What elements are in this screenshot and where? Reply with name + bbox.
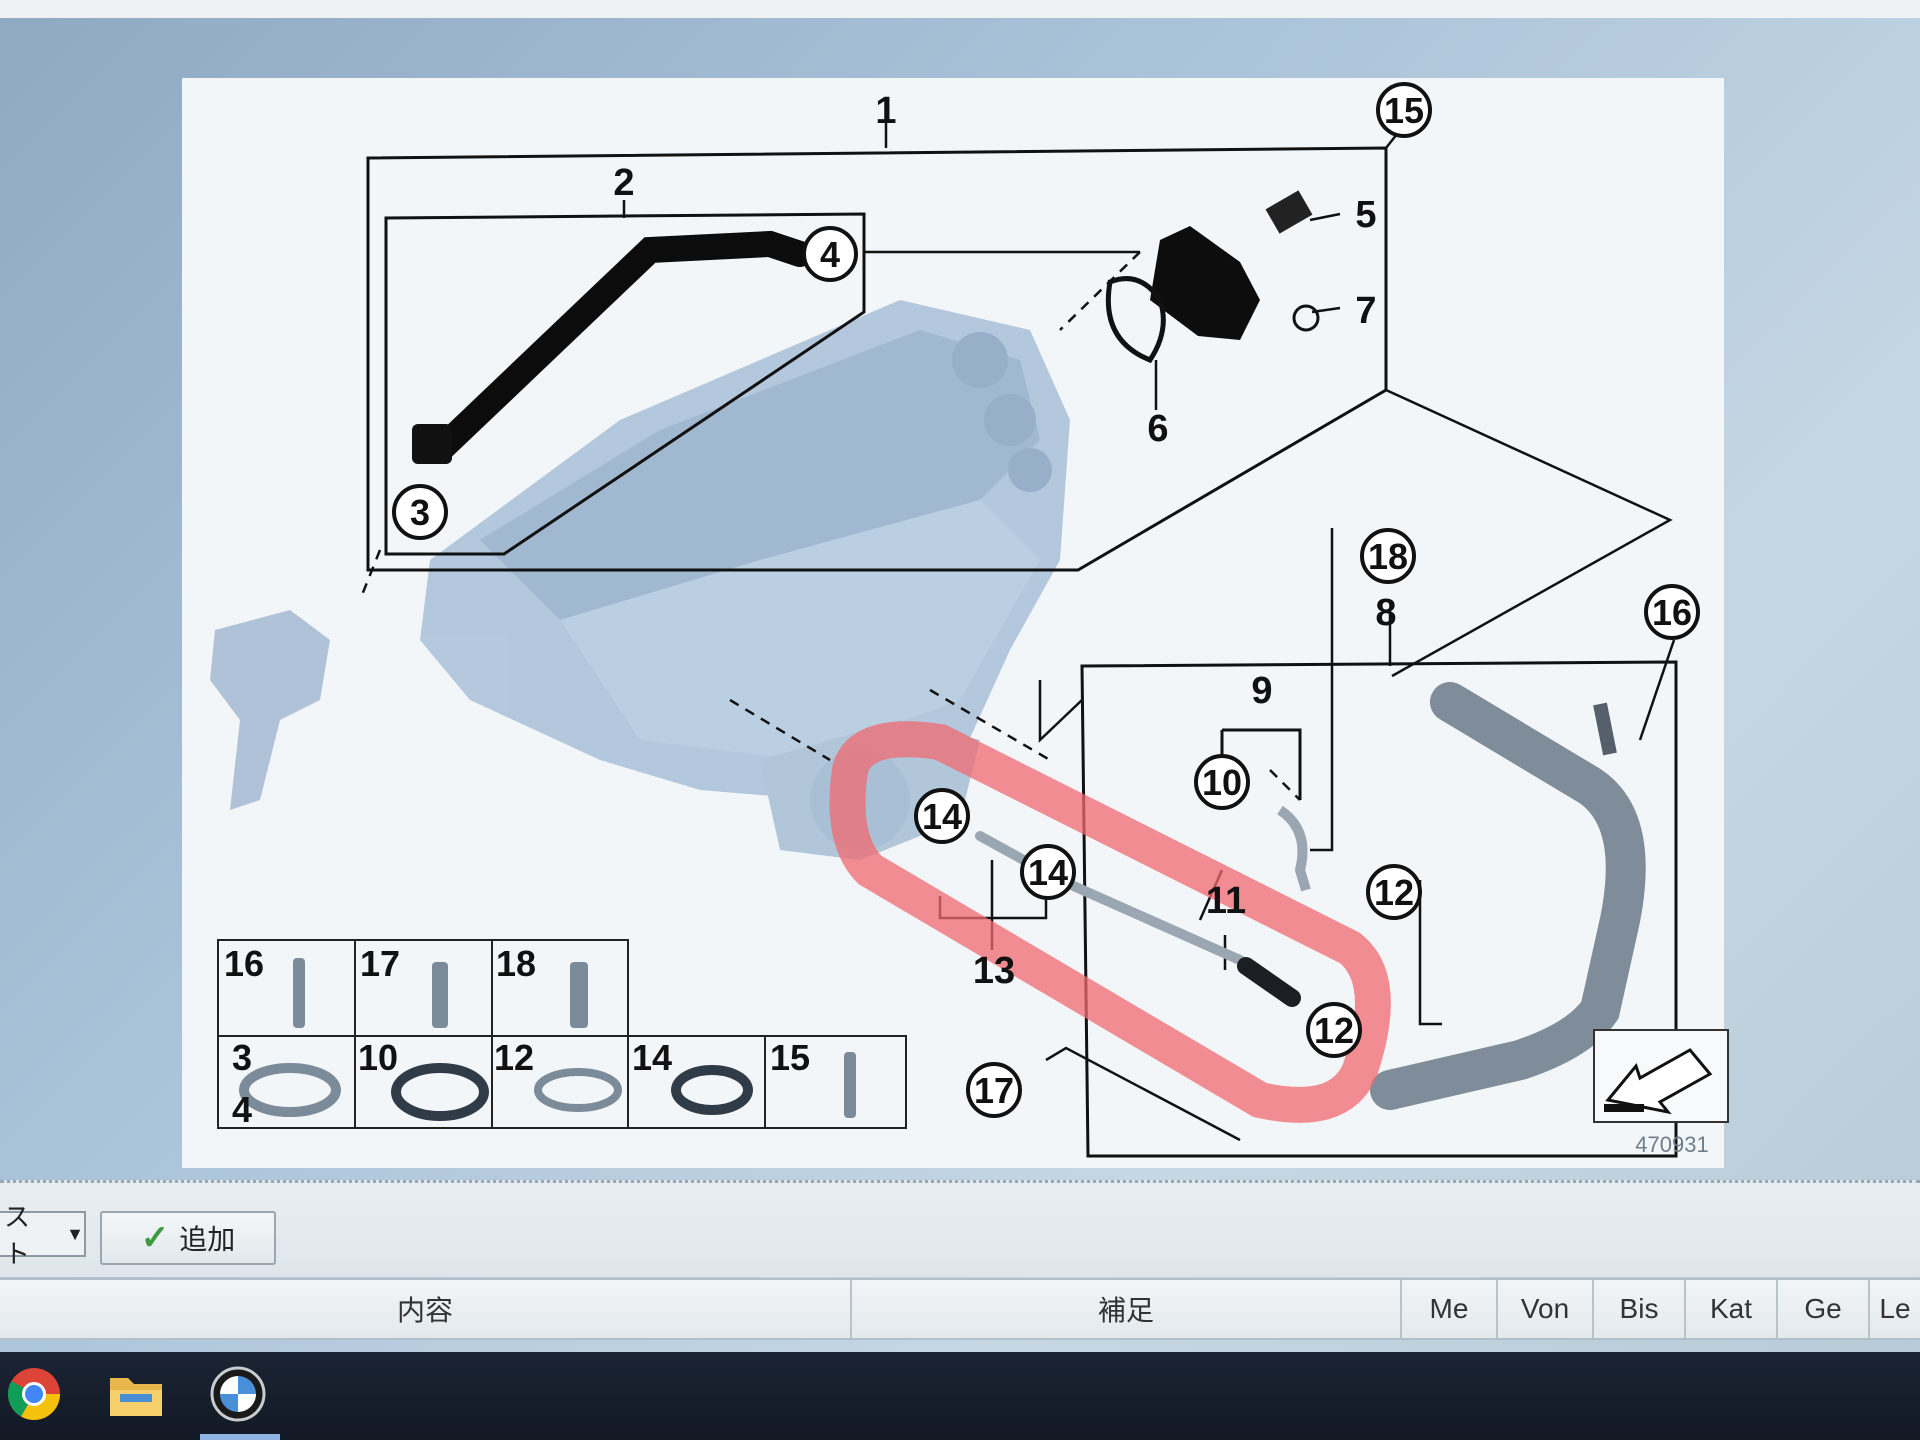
callout-label: 5 (1355, 194, 1376, 236)
legend-label: 15 (770, 1037, 810, 1078)
callout-c13: 13 (973, 950, 1015, 992)
callout-c3: 3 (392, 484, 448, 540)
legend-label: 10 (358, 1037, 398, 1078)
legend-label: 14 (632, 1037, 672, 1078)
column-header-le[interactable]: Le (1879, 1293, 1911, 1324)
dropdown-arrow-icon: ▼ (66, 1223, 84, 1244)
toolbar: スト ▼ ✓ 追加 (0, 1180, 1920, 1277)
callout-c4: 4 (802, 226, 858, 282)
thermostat-housing-illustration (1150, 226, 1260, 340)
add-button[interactable]: ✓ 追加 (100, 1211, 276, 1265)
callout-c5: 5 (1355, 194, 1376, 236)
return-hose-illustration (1370, 682, 1646, 1110)
callout-c14b: 14 (1020, 844, 1076, 900)
assembly-1-outline (366, 146, 1388, 572)
legend-label: 4 (232, 1089, 252, 1130)
column-header-me[interactable]: Me (1402, 1280, 1498, 1338)
callout-c1: 1 (875, 90, 896, 132)
orientation-arrow-icon (1593, 1029, 1729, 1123)
legend-label: 16 (224, 943, 264, 984)
callout-circle (966, 1062, 1022, 1118)
callout-c17: 17 (966, 1062, 1022, 1118)
callout-c8: 8 (1375, 592, 1396, 634)
callout-c12a: 12 (1366, 864, 1422, 920)
column-header-content[interactable]: 内容 (0, 1280, 852, 1338)
vent-hose-illustration (427, 230, 813, 463)
callout-c11: 11 (1206, 880, 1246, 922)
callout-c6: 6 (1147, 408, 1168, 450)
callout-circle (914, 788, 970, 844)
callout-label: 3 (410, 492, 430, 533)
column-header-notes[interactable]: 補足 (852, 1280, 1402, 1338)
callout-c9: 9 (1251, 670, 1272, 712)
catalog-number: 470931 (1635, 1132, 1708, 1157)
engine-block-illustration (210, 300, 1070, 860)
parts-legend: 16 17 18 3 10 12 14 15 4 (217, 939, 907, 1130)
callout-label: 8 (1375, 592, 1396, 634)
table-header: 内容 補足 Me Von Bis Kat Ge Le (0, 1278, 1920, 1340)
callout-label: 10 (1202, 762, 1242, 803)
callout-label: 15 (1384, 90, 1424, 131)
callout-c14a: 14 (914, 788, 970, 844)
callout-circle (1306, 1002, 1362, 1058)
callout-circle (1366, 864, 1422, 920)
column-header-ge[interactable]: Ge (1778, 1280, 1870, 1338)
callout-circle (1020, 844, 1076, 900)
chrome-icon[interactable] (2, 1362, 66, 1426)
callout-circle (1194, 754, 1250, 810)
legend-label: 17 (360, 943, 400, 984)
dropdown-label: スト (4, 1202, 31, 1269)
column-header-kat[interactable]: Kat (1686, 1280, 1778, 1338)
callout-label: 12 (1374, 872, 1414, 913)
list-dropdown[interactable]: スト ▼ (0, 1202, 86, 1269)
column-header-bis[interactable]: Bis (1594, 1280, 1686, 1338)
callout-label: 2 (613, 162, 634, 204)
callout-c12b: 12 (1306, 1002, 1362, 1058)
assembly-2-outline (384, 212, 866, 556)
callout-label: 12 (1314, 1010, 1354, 1051)
callout-label: 4 (820, 234, 840, 275)
column-header-von[interactable]: Von (1498, 1280, 1594, 1338)
callout-label: 7 (1355, 290, 1376, 332)
legend-label: 12 (494, 1037, 534, 1078)
active-app-indicator (200, 1434, 280, 1440)
callout-label: 16 (1652, 592, 1692, 633)
callout-label: 11 (1206, 880, 1246, 922)
highlight-annotation (829, 721, 1391, 1123)
legend-label: 18 (496, 943, 536, 984)
callout-circle (1644, 584, 1700, 640)
callout-label: 9 (1251, 670, 1272, 712)
callout-label: 1 (875, 90, 896, 132)
bmw-app-icon[interactable] (206, 1362, 270, 1426)
callout-label: 14 (1028, 852, 1068, 893)
callout-circle (802, 226, 858, 282)
callout-c2: 2 (613, 162, 634, 204)
callout-circle (1376, 82, 1432, 138)
callout-circle (1360, 528, 1416, 584)
callout-c16: 16 (1644, 584, 1700, 640)
add-button-label: 追加 (179, 1224, 236, 1255)
callout-label: 18 (1368, 536, 1408, 577)
callout-label: 6 (1147, 408, 1168, 450)
callout-label: 13 (973, 950, 1015, 992)
callout-c18: 18 (1360, 528, 1416, 584)
legend-label: 3 (232, 1037, 252, 1078)
callout-c15: 15 (1376, 82, 1432, 138)
callout-label: 14 (922, 796, 962, 837)
callout-circle (392, 484, 448, 540)
file-explorer-icon[interactable] (104, 1362, 168, 1426)
callout-c7: 7 (1355, 290, 1376, 332)
callout-label: 17 (974, 1070, 1014, 1111)
checkmark-icon: ✓ (140, 1219, 170, 1257)
taskbar (0, 1352, 1920, 1440)
callout-c10: 10 (1194, 754, 1250, 810)
